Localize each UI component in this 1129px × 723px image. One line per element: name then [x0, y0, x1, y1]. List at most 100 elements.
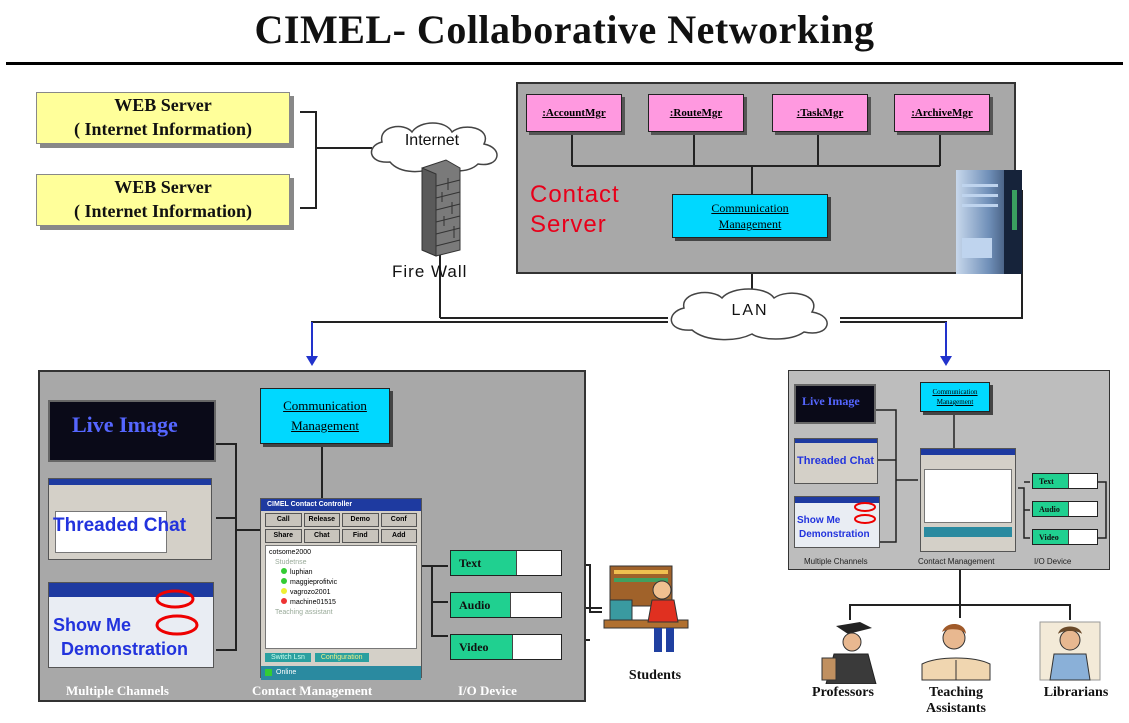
contact-server-line2: Server — [530, 211, 607, 238]
tree-user[interactable]: luphian — [269, 568, 413, 578]
professor-icon — [821, 622, 877, 684]
left-comm-management: Communication Management — [260, 388, 390, 444]
online-dot-icon — [281, 568, 287, 574]
right-live-image-thumb: Live Image — [794, 384, 876, 424]
tree-user[interactable]: vagrozo2001 — [269, 588, 413, 598]
left-io-text: Text — [450, 550, 562, 576]
server-comm-management: Communication Management — [672, 194, 828, 238]
status-icon — [265, 668, 272, 676]
io-label: Text — [1039, 476, 1054, 486]
find-button[interactable]: Find — [342, 529, 379, 543]
contact-server-line1: Contact — [530, 181, 620, 208]
ta-line1: Teaching — [929, 685, 983, 700]
teaching-assistants-label: Teaching Assistants — [908, 685, 1004, 717]
controller-buttons-row2: Share Chat Find Add — [261, 529, 421, 545]
professors-label: Professors — [812, 685, 874, 700]
comm-line1: Communication — [283, 398, 367, 413]
conf-button[interactable]: Conf — [380, 513, 417, 527]
web-server-2: WEB Server ( Internet Information) — [36, 174, 290, 226]
io-label: Video — [1039, 532, 1059, 542]
web-server-line1: WEB Server — [114, 95, 212, 115]
audio-device-icon — [510, 593, 561, 617]
contact-server-label: Contact Server — [530, 180, 620, 240]
librarians-label: Librarians — [1043, 685, 1109, 700]
web-server-1: WEB Server ( Internet Information) — [36, 92, 290, 144]
chat-titlebar — [49, 479, 211, 485]
tree-user[interactable]: machine01515 — [269, 598, 413, 608]
task-manager: :TaskMgr — [772, 94, 868, 132]
controller-statusbar: Online — [261, 666, 421, 680]
io-label: Video — [459, 639, 489, 654]
left-multiple-channels-label: Multiple Channels — [66, 683, 169, 698]
controller-titlebar: CIMEL Contact Controller — [261, 499, 421, 511]
show-me-titlebar — [49, 583, 213, 597]
text-device-icon — [516, 551, 561, 575]
controller-footer: Switch Lsn Configuration — [261, 649, 421, 666]
tree-group[interactable]: Studetnse — [275, 559, 307, 566]
left-threaded-chat-window: Threaded Chat — [48, 478, 212, 560]
controller-statusbar — [924, 527, 1012, 537]
left-io-audio: Audio — [450, 592, 562, 618]
right-io-video: Video — [1032, 529, 1098, 545]
add-button[interactable]: Add — [380, 529, 417, 543]
server-tower-icon — [956, 170, 1022, 274]
show-me-titlebar — [795, 497, 879, 503]
tree-group[interactable]: Teaching assistant — [275, 609, 333, 616]
live-image-label: Live Image — [72, 412, 178, 437]
call-button[interactable]: Call — [265, 513, 302, 527]
account-manager: :AccountMgr — [526, 94, 622, 132]
firewall-label: Fire Wall — [392, 262, 468, 281]
student-at-desk-icon — [603, 565, 689, 652]
demo-button[interactable]: Demo — [342, 513, 379, 527]
release-button[interactable]: Release — [303, 513, 340, 527]
contact-tree — [924, 469, 1012, 523]
web-server-line2: ( Internet Information) — [74, 201, 252, 221]
busy-dot-icon — [281, 598, 287, 604]
route-manager: :RouteMgr — [648, 94, 744, 132]
right-multiple-channels-label: Multiple Channels — [804, 557, 868, 566]
contact-controller-window: CIMEL Contact Controller Call Release De… — [260, 498, 422, 680]
switch-button[interactable]: Switch Lsn — [265, 653, 311, 662]
show-me-line1: Show Me — [53, 615, 132, 635]
ta-line2: Assistants — [926, 701, 986, 716]
share-button[interactable]: Share — [265, 529, 302, 543]
controller-buttons-row1: Call Release Demo Conf — [261, 511, 421, 529]
chat-button[interactable]: Chat — [303, 529, 340, 543]
tree-user-name: machine01515 — [290, 599, 336, 606]
video-device-icon — [1068, 530, 1097, 544]
firewall-icon — [421, 159, 461, 257]
lan-cloud-icon — [670, 288, 828, 341]
tree-root[interactable]: cotsome2000 — [269, 549, 312, 556]
comm-line1: Communication — [932, 388, 978, 396]
right-io-audio: Audio — [1032, 501, 1098, 517]
show-me-line2: Demonstration — [61, 639, 189, 659]
librarian-icon — [1039, 621, 1101, 681]
web-server-line1: WEB Server — [114, 177, 212, 197]
highlight-circles-icon — [854, 502, 876, 524]
left-live-image-thumb: Live Image — [48, 400, 216, 462]
tree-user[interactable]: maggieprofitvic — [269, 578, 413, 588]
right-comm-management: Communication Management — [920, 382, 990, 412]
io-label: Audio — [459, 597, 491, 612]
right-contact-controller-thumb — [920, 448, 1016, 552]
comm-line2: Management — [936, 398, 974, 406]
lan-label: LAN — [731, 302, 769, 319]
highlight-circles-icon — [155, 589, 199, 636]
right-panel-links — [872, 409, 1107, 543]
io-label: Text — [459, 555, 482, 570]
tree-user-name: vagrozo2001 — [290, 589, 331, 596]
left-contact-management-label: Contact Management — [252, 683, 373, 698]
controller-titlebar — [921, 449, 1015, 455]
threaded-chat-label: Threaded Chat — [53, 515, 187, 536]
comm-line2: Management — [718, 217, 782, 231]
status-text: Online — [276, 669, 297, 676]
live-image-label: Live Image — [802, 394, 860, 408]
internet-label: Internet — [404, 132, 460, 149]
archive-manager: :ArchiveMgr — [894, 94, 990, 132]
tree-user-name: maggieprofitvic — [290, 579, 338, 586]
right-show-me-window: Show Me Demonstration — [794, 496, 880, 548]
tree-user-name: luphian — [290, 569, 313, 576]
configuration-button[interactable]: Configuration — [314, 653, 369, 662]
show-me-line1: Show Me — [797, 515, 841, 526]
threaded-chat-label: Threaded Chat — [797, 455, 875, 467]
